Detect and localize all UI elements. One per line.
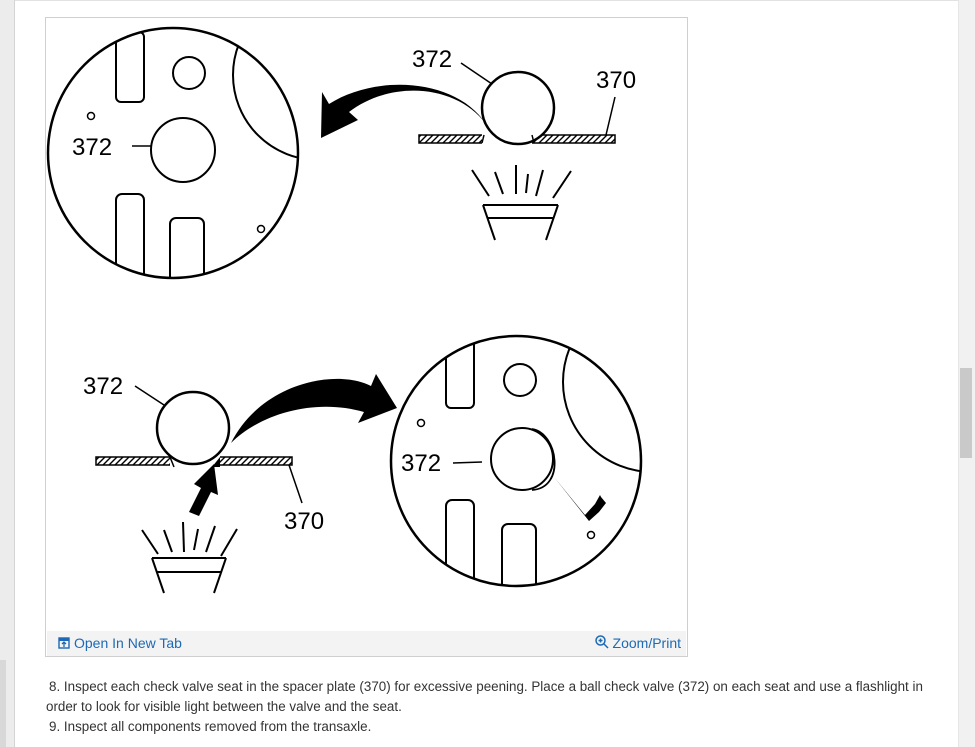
leader-line <box>452 461 483 464</box>
callout-bottom-370: 370 <box>284 508 324 535</box>
arrow-top <box>321 84 486 138</box>
top-zoom-view <box>46 26 300 280</box>
step-9: 9. Inspect all components removed from t… <box>46 717 926 737</box>
left-gutter <box>0 0 15 747</box>
procedure-steps: 8. Inspect each check valve seat in the … <box>46 677 926 737</box>
zoom-in-icon <box>594 635 609 652</box>
top-divider <box>15 0 958 1</box>
bottom-zoom-view <box>389 334 643 588</box>
step-number: 9. <box>49 719 61 734</box>
open-in-new-tab-label: Open In New Tab <box>74 635 182 651</box>
arrow-bottom-zoom <box>554 477 606 521</box>
top-seat-diagram <box>418 62 616 241</box>
step-8: 8. Inspect each check valve seat in the … <box>46 677 926 717</box>
arrow-bottom-curve <box>231 374 397 443</box>
open-in-new-tab-link[interactable]: Open In New Tab <box>58 635 182 652</box>
callout-top-370: 370 <box>596 67 636 94</box>
step-number: 8. <box>49 679 61 694</box>
arrow-bottom-up <box>189 464 218 516</box>
callout-top-372: 372 <box>412 46 452 73</box>
callout-top-zoom-372: 372 <box>72 134 112 161</box>
figure-toolbar <box>47 631 686 656</box>
check-valve-illustration: 372 <box>46 26 643 594</box>
figure-container: 372 <box>45 17 688 657</box>
zoom-print-label: Zoom/Print <box>612 635 681 651</box>
left-gutter-shade <box>0 660 6 747</box>
scrollbar-thumb[interactable] <box>960 368 972 458</box>
step-text: Inspect each check valve seat in the spa… <box>46 679 923 714</box>
zoom-print-link[interactable]: Zoom/Print <box>594 635 681 652</box>
callout-bottom-372: 372 <box>83 373 123 400</box>
step-text: Inspect all components removed from the … <box>63 719 372 734</box>
new-tab-icon <box>58 636 70 652</box>
bottom-seat-diagram <box>95 385 303 594</box>
callout-bottom-zoom-372: 372 <box>401 450 441 477</box>
